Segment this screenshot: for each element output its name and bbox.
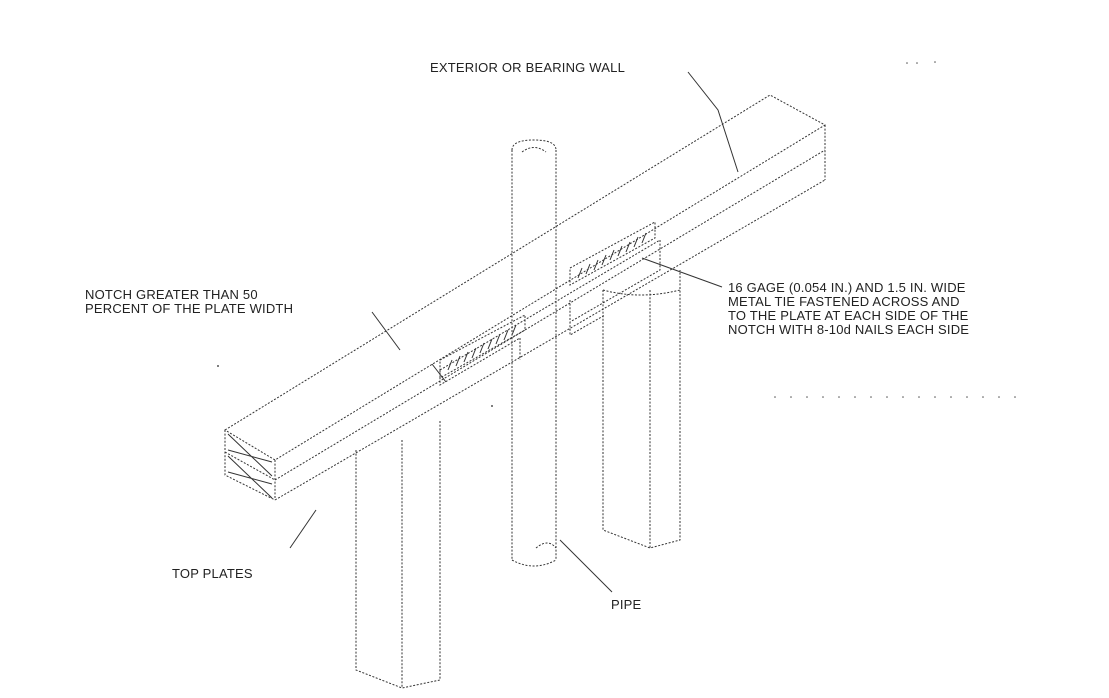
label-top-plates: TOP PLATES <box>172 566 253 581</box>
stud-right <box>602 270 681 549</box>
label-tie-line1: 16 GAGE (0.054 IN.) AND 1.5 IN. WIDE <box>728 280 966 295</box>
label-tie-line2: METAL TIE FASTENED ACROSS AND <box>728 294 960 309</box>
label-notch-line1: NOTCH GREATER THAN 50 <box>85 287 258 302</box>
leader-wall <box>687 71 739 173</box>
label-pipe: PIPE <box>611 597 642 612</box>
leader-top-plates <box>289 509 317 549</box>
leader-pipe <box>559 539 613 593</box>
metal-tie-right <box>569 221 656 286</box>
label-exterior-wall: EXTERIOR OR BEARING WALL <box>430 60 625 75</box>
stud-left <box>355 420 441 689</box>
label-notch-line2: PERCENT OF THE PLATE WIDTH <box>85 301 293 316</box>
pipe <box>511 139 557 567</box>
label-tie-line3: TO THE PLATE AT EACH SIDE OF THE <box>728 308 969 323</box>
leader-notch <box>371 311 447 383</box>
label-tie-line4: NOTCH WITH 8-10d NAILS EACH SIDE <box>728 322 969 337</box>
metal-tie-left <box>439 314 526 379</box>
top-plates <box>224 94 827 501</box>
specks <box>217 61 1016 407</box>
notch <box>439 239 661 386</box>
leader-tie <box>641 257 723 288</box>
